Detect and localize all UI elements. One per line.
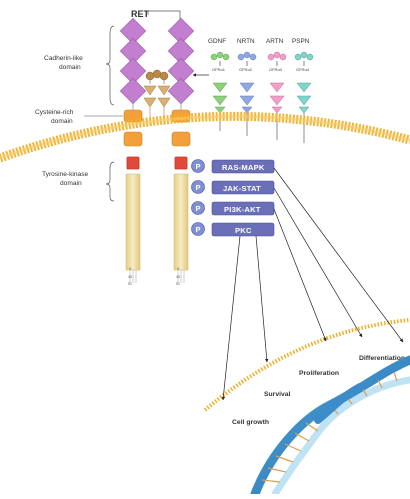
pathway-label-pkc: PKC	[235, 226, 252, 235]
isoform-left-43: 43	[128, 275, 132, 279]
tyrosine-kinase-right	[173, 173, 189, 271]
pathway-label-ras-mapk: RAS-MAPK	[222, 163, 265, 172]
receptor-gfra4-label: GFRα4	[296, 67, 310, 72]
cadherin-label-line1: Cadherin-like	[44, 55, 83, 62]
pathway-pi3k-akt: PI3K-AKT P	[191, 201, 275, 216]
ligand-pspn: PSPN GFRα4	[292, 38, 314, 143]
cell-membrane	[0, 111, 410, 163]
outcome-survival: Survival	[264, 391, 291, 398]
outcome-cell-growth: Cell growth	[232, 419, 269, 426]
phospho-p-1-label: P	[196, 162, 201, 171]
arrow-to-differentiation	[273, 167, 404, 343]
phospho-p-3	[191, 201, 205, 215]
kinase-bracket	[105, 161, 115, 202]
pathway-box-jak-stat	[211, 180, 275, 195]
arrow-to-proliferation	[273, 208, 327, 342]
isoform-right-43: 43	[176, 275, 180, 279]
ligand-pspn-label: PSPN	[292, 38, 310, 45]
transmembrane-left-top	[126, 156, 140, 170]
isoform-left-9: 9	[129, 267, 131, 271]
phospho-p-4	[191, 222, 205, 236]
dna-helix-image	[250, 355, 410, 499]
arrow-to-survival	[255, 235, 269, 363]
cadherin-domain-r4	[167, 77, 195, 105]
nuclear-membrane	[203, 318, 410, 412]
domain-labels: Cadherin-like domain Cysteine-rich domai…	[35, 25, 123, 202]
ligand-artn: ARTN GFRα3	[266, 38, 287, 140]
arrow-to-cell-growth	[221, 235, 241, 401]
pathway-box-pi3k-akt	[211, 201, 275, 216]
cadherin-bracket	[105, 25, 115, 106]
pathway-jak-stat: JAK-STAT P	[191, 180, 275, 195]
cadherin-domain-r2	[167, 37, 195, 65]
tyrosine-kinase-left	[125, 173, 141, 271]
pathway-ras-mapk: RAS-MAPK P	[191, 159, 275, 174]
kinase-label-line1: Tyrosine-kinase	[42, 171, 89, 178]
cadherin-domain-1	[119, 17, 147, 45]
cadherin-domain-r1	[167, 17, 195, 45]
receptor-gfra3-label: GFRα3	[269, 67, 283, 72]
pathway-label-pi3k-akt: PI3K-AKT	[224, 205, 261, 214]
pathway-pkc: PKC P	[191, 222, 275, 237]
pathways: RAS-MAPK P JAK-STAT P PI3K-AKT P PKC P	[191, 159, 275, 237]
cadherin-domain-2	[119, 37, 147, 65]
ligand-panel: GDNF GFRα1 NRTN GFRα2 ARTN GFRα	[208, 38, 314, 143]
phospho-p-2	[191, 180, 205, 194]
cysteine-label-line1: Cysteine-rich	[35, 109, 74, 116]
ligand-artn-label: ARTN	[266, 38, 284, 45]
cysteine-label-line2: domain	[51, 118, 73, 125]
pathway-label-jak-stat: JAK-STAT	[223, 184, 261, 193]
phospho-p-4-label: P	[196, 225, 201, 234]
cadherin-domain-r3	[167, 57, 195, 85]
isoform-right-51: 51	[176, 282, 180, 286]
ligand-gdnf-label: GDNF	[208, 38, 226, 45]
receptor-gfra1-label: GFRα1	[212, 67, 226, 72]
outcome-proliferation: Proliferation	[299, 370, 339, 377]
isoform-right-9: 9	[177, 267, 179, 271]
phospho-p-2-label: P	[196, 183, 201, 192]
outcome-differentiation: Differentiation	[359, 355, 405, 362]
pathway-box-pkc	[211, 222, 275, 237]
ligand-nrtn-label: NRTN	[237, 38, 255, 45]
phospho-p-3-label: P	[196, 204, 201, 213]
ret-right-receptor: 9 43 51	[167, 17, 195, 286]
pathway-box-ras-mapk	[211, 159, 275, 174]
isoform-left-51: 51	[128, 282, 132, 286]
cysteine-rich-lower-left	[123, 131, 143, 147]
ret-title: RET	[131, 9, 150, 19]
ligand-nrtn: NRTN GFRα2	[237, 38, 257, 136]
signaling-arrows	[221, 167, 404, 401]
receptor-gfra2-label: GFRα2	[239, 67, 253, 72]
transmembrane-right-top	[174, 156, 188, 170]
kinase-label-line2: domain	[60, 180, 82, 187]
ret-title-bracket	[147, 10, 181, 23]
cadherin-label-line2: domain	[59, 64, 81, 71]
cysteine-rich-lower-right	[171, 131, 191, 147]
arrow-to-differentiation-2	[273, 187, 363, 338]
phospho-p-1	[191, 159, 205, 173]
cadherin-domain-3	[119, 57, 147, 85]
bound-ligand-complex	[143, 69, 209, 125]
cadherin-domain-4	[119, 77, 147, 105]
ret-left-receptor: 9 43 51	[119, 17, 147, 286]
